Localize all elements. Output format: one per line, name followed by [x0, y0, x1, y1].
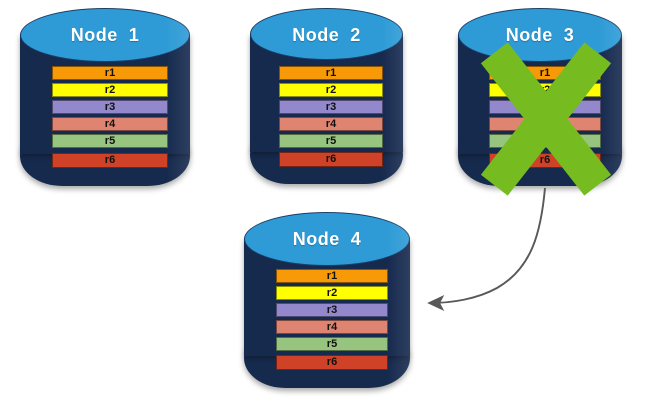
row-r4[interactable]: r4 [52, 117, 168, 131]
row-r1[interactable]: r1 [279, 66, 383, 80]
cylinder-top-ellipse [250, 8, 403, 60]
row-r4[interactable]: r4 [279, 117, 383, 131]
row-r5[interactable]: r5 [52, 134, 168, 148]
row-r1[interactable]: r1 [52, 66, 168, 80]
row-r3[interactable]: r3 [276, 303, 388, 317]
cylinder-top-ellipse [20, 8, 190, 62]
node-1-label: Node 1 [70, 25, 140, 45]
row-r1[interactable]: r1 [276, 269, 388, 283]
node-4[interactable]: Node 4 r1 r2 r3 r4 r5 r6 [244, 212, 410, 392]
row-r4[interactable]: r4 [276, 320, 388, 334]
row-r6[interactable]: r6 [276, 355, 388, 370]
arrow-path [427, 187, 546, 311]
node-4-label: Node 4 [292, 229, 362, 249]
row-r5[interactable]: r5 [279, 134, 383, 148]
cylinder-top-ellipse [244, 212, 410, 266]
node-3[interactable]: Node 3 r1 r2 r3 r4 r5 r6 [458, 8, 622, 196]
node-2-label: Node 2 [292, 25, 361, 45]
row-r2[interactable]: r2 [276, 286, 388, 300]
row-r3[interactable]: r3 [279, 100, 383, 114]
row-r3[interactable]: r3 [52, 100, 168, 114]
row-r6[interactable]: r6 [52, 153, 168, 168]
node-3-label: Node 3 [505, 25, 575, 45]
row-r2[interactable]: r2 [52, 83, 168, 97]
row-r2[interactable]: r2 [279, 83, 383, 97]
row-r5[interactable]: r5 [276, 337, 388, 351]
row-r6[interactable]: r6 [279, 152, 383, 167]
